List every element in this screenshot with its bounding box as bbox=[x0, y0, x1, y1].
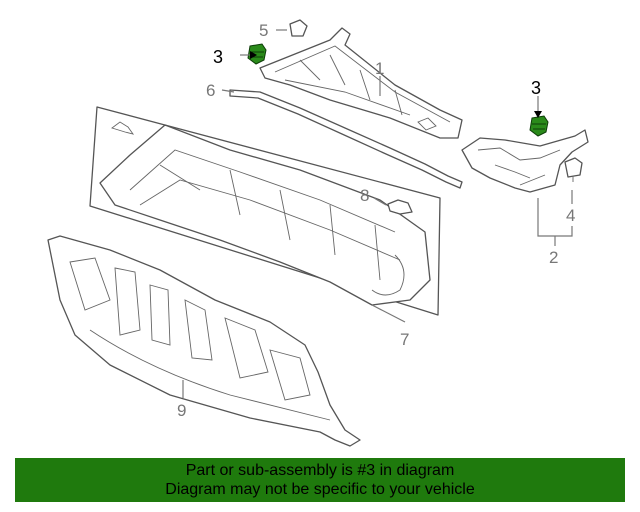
part-2-bracket bbox=[461, 129, 589, 193]
part-5-piece bbox=[289, 19, 308, 37]
callout-1: 1 bbox=[375, 59, 384, 78]
callout-6: 6 bbox=[206, 81, 215, 100]
part-9-dash-panel bbox=[47, 235, 361, 447]
part-1-cowl-top bbox=[259, 27, 463, 139]
callout-8: 8 bbox=[360, 186, 369, 205]
leader-lines bbox=[182, 29, 573, 398]
callout-2: 2 bbox=[549, 248, 558, 267]
callout-9: 9 bbox=[177, 401, 186, 420]
part-3-clip-right bbox=[529, 115, 549, 137]
banner-line-1: Part or sub-assembly is #3 in diagram bbox=[185, 462, 455, 479]
callout-7: 7 bbox=[400, 330, 409, 349]
part-7-panel bbox=[89, 106, 441, 316]
callout-3-left: 3 bbox=[213, 47, 223, 67]
callout-5: 5 bbox=[259, 21, 268, 40]
part-4-fastener bbox=[564, 157, 583, 182]
callout-4: 4 bbox=[566, 206, 575, 225]
part-3-clip-left bbox=[247, 43, 267, 65]
callout-3-right: 3 bbox=[531, 78, 541, 98]
part-8-clip bbox=[387, 199, 413, 215]
part-6-seal bbox=[229, 89, 463, 189]
banner-line-2: Diagram may not be specific to your vehi… bbox=[165, 481, 475, 498]
parts-diagram: 3 3 5 1 6 8 4 2 7 9 bbox=[47, 19, 589, 447]
info-banner: Part or sub-assembly is #3 in diagram Di… bbox=[15, 458, 625, 502]
